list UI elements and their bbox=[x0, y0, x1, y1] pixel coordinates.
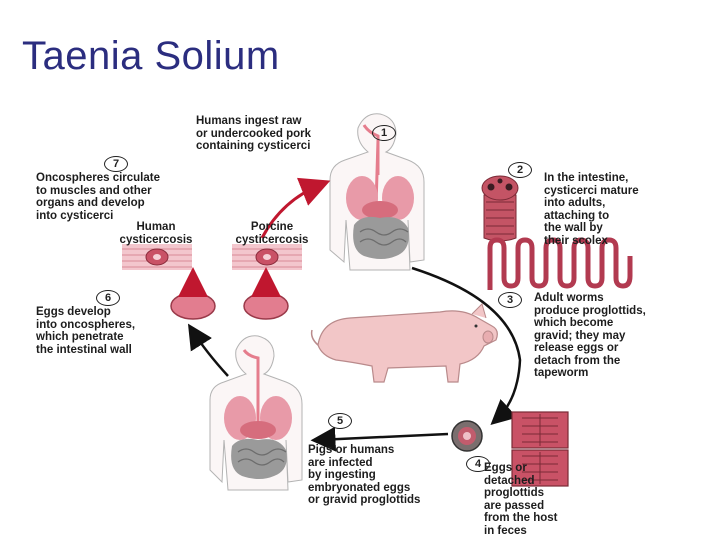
arrow-pork-to-human bbox=[260, 177, 331, 239]
arrow-eggs-to-ingestion bbox=[310, 426, 449, 452]
scolex-illustration bbox=[481, 175, 519, 242]
step-6-badge: 6 bbox=[96, 290, 120, 306]
step-7-text: Oncospheres circulate to muscles and oth… bbox=[36, 172, 160, 222]
human-cysticercosis-tissue bbox=[122, 244, 192, 270]
porcine-cysticercosis-tissue bbox=[232, 244, 302, 270]
adult-worm-illustration bbox=[487, 237, 633, 290]
step-2-badge: 2 bbox=[508, 162, 532, 178]
human-figure-bottom bbox=[209, 335, 303, 491]
step-5-badge: 5 bbox=[328, 413, 352, 429]
human-figure-top bbox=[329, 113, 425, 271]
step-1-badge: 1 bbox=[372, 125, 396, 141]
arrow-human-to-oncosphere bbox=[187, 323, 229, 377]
step-3-badge: 3 bbox=[498, 292, 522, 308]
step-2-text: In the intestine, cysticerci mature into… bbox=[544, 172, 639, 247]
step-1-text: Humans ingest raw or undercooked pork co… bbox=[196, 115, 312, 152]
step-6-text: Eggs develop into oncospheres, which pen… bbox=[36, 306, 136, 356]
step-5-text: Pigs or humans are infected by ingesting… bbox=[308, 444, 421, 506]
porcine-cysticercosis-label: Porcine cysticercosis bbox=[235, 221, 309, 246]
step-3-text: Adult worms produce proglottids, which b… bbox=[534, 292, 646, 379]
egg-illustration bbox=[451, 420, 483, 452]
gravid-proglottid-1 bbox=[511, 411, 569, 449]
oncosphere-human bbox=[170, 292, 216, 320]
arrow-human-to-eggs bbox=[411, 266, 522, 426]
step-4-text: Eggs or detached proglottids are passed … bbox=[484, 462, 558, 537]
gravid-proglottid-2 bbox=[511, 449, 569, 487]
pig-illustration bbox=[310, 303, 498, 383]
page-title: Taenia Solium bbox=[22, 34, 280, 78]
step-7-badge: 7 bbox=[104, 156, 128, 172]
step-4-badge: 4 bbox=[466, 456, 490, 472]
human-cysticercosis-label: Human cysticercosis bbox=[119, 221, 193, 246]
oncosphere-pig bbox=[243, 292, 289, 320]
